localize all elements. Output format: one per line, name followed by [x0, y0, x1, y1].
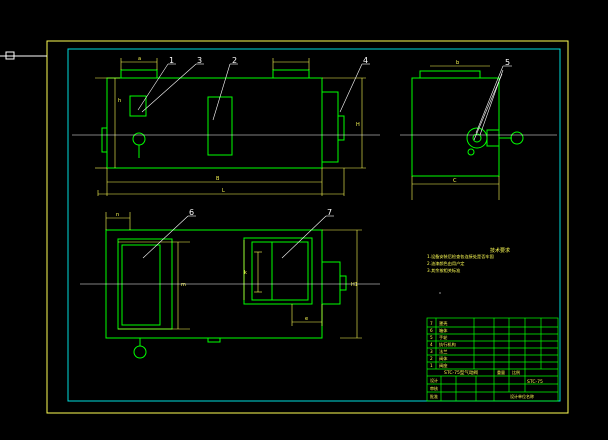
front-left-flange — [101, 127, 108, 153]
centerlines — [72, 134, 557, 285]
top-view — [105, 229, 347, 359]
top-dims — [105, 212, 362, 339]
front-right-actuator — [321, 91, 339, 163]
part-row-name: 箱体 — [439, 327, 448, 334]
callout-4[interactable]: 4 — [363, 56, 368, 65]
side-handwheel — [510, 131, 524, 145]
footer-cell: 审核 — [430, 385, 438, 391]
front-dim-bottom-inner: B — [216, 176, 220, 182]
title-block-grid — [426, 317, 559, 402]
drawing-name: STC-75型气动阀 — [444, 369, 478, 376]
front-dim-left: h — [118, 98, 121, 104]
part-row-name: 执行机构 — [439, 341, 456, 348]
front-dims — [95, 58, 366, 196]
callout-1[interactable]: 1 — [169, 56, 174, 65]
top-dim-bottom-r: e — [305, 316, 308, 322]
footer-cell: 设计 — [430, 377, 438, 383]
front-top-mount-right — [272, 69, 310, 79]
front-top-mount-left — [120, 69, 158, 79]
side-dims — [411, 65, 500, 200]
front-dim-right: H — [356, 122, 360, 128]
callout-7[interactable]: 7 — [327, 208, 332, 217]
front-view — [101, 69, 345, 169]
front-dim-top-a: a — [138, 56, 141, 62]
front-dim-bottom-outer: L — [222, 188, 225, 194]
top-right-compartment — [243, 237, 313, 305]
front-inner-panel — [207, 96, 233, 156]
top-dim-inner-w: m — [181, 282, 186, 288]
scale-label: 比例 — [512, 369, 520, 375]
top-dim-left-top: n — [116, 212, 119, 218]
part-row-no: 5 — [430, 335, 433, 340]
part-row-name: 阀体 — [439, 355, 448, 362]
part-row-no: 4 — [430, 342, 433, 347]
part-row-no: 3 — [430, 349, 433, 354]
weight-label: 重量 — [497, 369, 505, 375]
front-window — [129, 95, 147, 117]
parts-list: 7 罩壳 6 箱体 5 手轮 4 执行机构 3 法兰 2 阀体 1 阀座 — [430, 320, 456, 369]
part-row-name: 手轮 — [439, 334, 448, 341]
ucs-marker[interactable] — [0, 51, 47, 60]
part-row-no: 6 — [430, 328, 433, 333]
part-row-no: 1 — [430, 363, 433, 368]
callout-5[interactable]: 5 — [505, 58, 510, 67]
side-dim-bottom: C — [453, 178, 457, 184]
callout-2[interactable]: 2 — [232, 56, 237, 65]
company-name: 设计单位名称 — [510, 393, 534, 399]
top-dim-inner-h: k — [244, 270, 247, 276]
top-actuator — [321, 261, 341, 305]
notes-line-1: 1.设备安装后检查各连接处是否牢固 — [427, 253, 494, 260]
drawing-code: STC-75 — [527, 379, 543, 385]
part-row-name: 阀座 — [439, 362, 447, 369]
callout-3[interactable]: 3 — [197, 56, 202, 65]
notes-dot — [439, 292, 441, 294]
top-dim-right-h: H1 — [351, 282, 358, 288]
callout-6[interactable]: 6 — [189, 208, 194, 217]
notes-line-2: 2.油漆颜色由用户定 — [427, 260, 465, 267]
leaders — [137, 63, 512, 259]
part-row-no: 7 — [430, 321, 433, 326]
inner-frame — [67, 48, 561, 402]
outer-frame — [46, 40, 569, 414]
notes-title: 技术要求 — [490, 247, 510, 254]
side-view — [411, 70, 524, 177]
side-body — [411, 77, 500, 177]
part-row-name: 罩壳 — [439, 320, 448, 327]
part-row-no: 2 — [430, 356, 433, 361]
footer-cell: 批准 — [430, 393, 438, 399]
notes-line-3: 3.其余按相关标准 — [427, 267, 460, 274]
side-dim-top: b — [456, 60, 459, 66]
part-row-name: 法兰 — [439, 348, 447, 355]
top-port — [133, 345, 147, 359]
